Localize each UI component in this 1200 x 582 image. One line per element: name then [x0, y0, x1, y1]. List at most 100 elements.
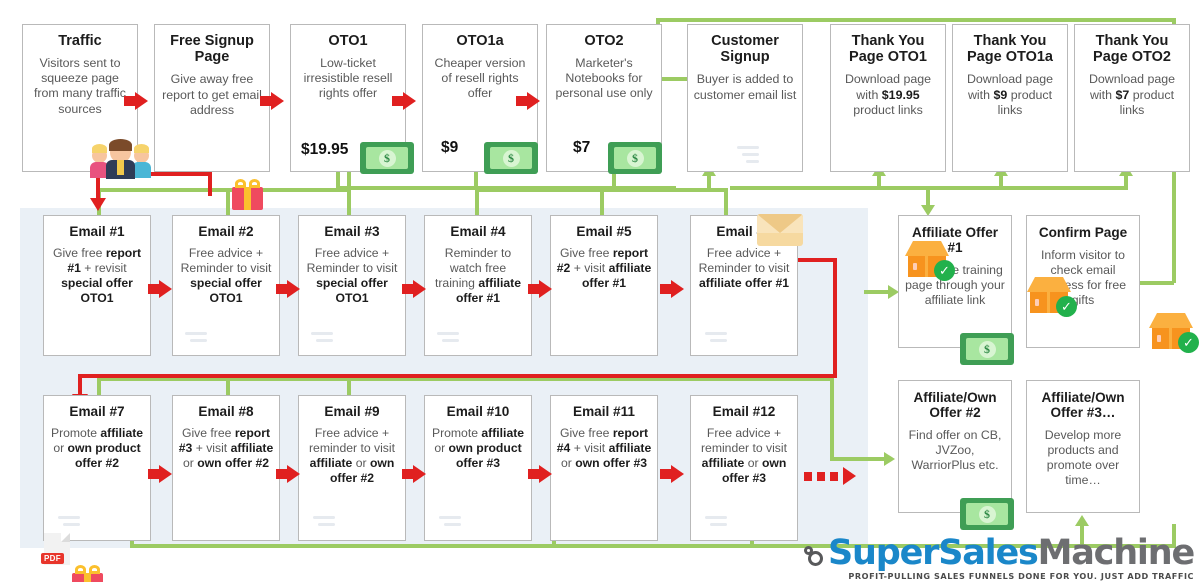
decorative-lines: [185, 332, 207, 350]
green-line: [475, 188, 728, 192]
box-title: Email #4: [450, 224, 506, 239]
green-line: [97, 188, 351, 192]
green-arrow-right-affiliate-1: [888, 285, 899, 299]
arrow-email12-continues: [804, 467, 856, 485]
box-body: Download page with $9 product links: [966, 72, 1054, 117]
box-affiliate-offer-1[interactable]: Affiliate Offer #1 Load free training pa…: [898, 215, 1012, 348]
box-email-1[interactable]: Email #1 Give free report #1 + revisit s…: [43, 215, 151, 356]
box-thank-you-oto1[interactable]: Thank You Page OTO1 Download page with $…: [830, 24, 946, 172]
box-affiliate-own-offer-3[interactable]: Affiliate/Own Offer #3… Develop more pro…: [1026, 380, 1140, 513]
arrow-email7-to-email8: [148, 465, 172, 483]
box-body: Give free report #1 + revisit special of…: [52, 246, 142, 305]
box-title: Email #5: [576, 224, 632, 239]
green-line: [1172, 524, 1176, 548]
red-line: [96, 172, 100, 200]
red-arrow-down-email-1: [90, 198, 106, 211]
arrow-email1-to-email2: [148, 280, 172, 298]
box-price: $19.95: [301, 141, 349, 158]
arrow-email5-to-email6: [660, 280, 684, 298]
box-body: Give free report #2 + visit affiliate of…: [556, 246, 652, 290]
green-line: [475, 188, 479, 215]
green-line: [130, 544, 1176, 548]
red-line: [78, 374, 82, 396]
box-body: Give free report #3 + visit affiliate or…: [178, 426, 274, 470]
box-email-11[interactable]: Email #11 Give free report #4 + visit af…: [550, 395, 658, 541]
red-line: [833, 260, 837, 378]
box-body: Low-ticket irresistible resell rights of…: [303, 56, 393, 101]
green-line: [226, 377, 230, 397]
box-body: Download page with $7 product links: [1088, 72, 1176, 117]
package-check-icon: ✓: [1027, 277, 1077, 317]
arrow-traffic-to-signup: [124, 92, 148, 110]
box-title: Free Signup Page: [170, 33, 254, 66]
box-email-8[interactable]: Email #8 Give free report #3 + visit aff…: [172, 395, 280, 541]
green-line: [474, 160, 478, 188]
green-line: [97, 377, 834, 381]
decorative-lines: [58, 516, 80, 534]
decorative-lines: [437, 332, 459, 350]
box-affiliate-own-offer-2[interactable]: Affiliate/Own Offer #2 Find offer on CB,…: [898, 380, 1012, 513]
green-line: [999, 175, 1003, 190]
box-title: OTO2: [584, 33, 624, 49]
green-arrow-affiliate-1-top: [921, 205, 935, 216]
green-line: [830, 457, 886, 461]
box-body: Free advice + Reminder to visit affiliat…: [698, 246, 790, 290]
price-highlight: $19.95: [881, 87, 920, 102]
price-highlight: $7: [1115, 87, 1130, 102]
box-free-signup-page[interactable]: Free Signup Page Give away free report t…: [154, 24, 270, 172]
decorative-lines: [705, 332, 727, 350]
box-body: Cheaper version of resell rights offer: [434, 56, 526, 101]
box-body: Free advice + Reminder to visit special …: [180, 246, 272, 305]
decorative-lines: [311, 332, 333, 350]
arrow-email2-to-email3: [276, 280, 300, 298]
decorative-lines: [705, 516, 727, 534]
box-title: Email #8: [198, 404, 254, 419]
box-body: Free advice + Reminder to visit special …: [306, 246, 398, 305]
box-body: Buyer is added to customer email list: [693, 72, 797, 102]
arrow-email4-to-email5: [528, 280, 552, 298]
cash-icon: $: [360, 142, 414, 174]
box-email-5[interactable]: Email #5 Give free report #2 + visit aff…: [550, 215, 658, 356]
box-title: Traffic: [58, 33, 102, 49]
green-line: [612, 160, 616, 188]
box-thank-you-oto2[interactable]: Thank You Page OTO2 Download page with $…: [1074, 24, 1190, 172]
box-body: Download page with $19.95 product links: [844, 72, 932, 117]
box-body: Marketer's Notebooks for personal use on…: [555, 56, 653, 101]
decorative-lines: [737, 146, 759, 164]
green-arrow-up-affiliate-own-3: [1075, 515, 1089, 526]
box-title: OTO1: [328, 33, 368, 49]
box-body: Find offer on CB, JVZoo, WarriorPlus etc…: [908, 428, 1002, 473]
box-title: Email #12: [712, 404, 776, 419]
gear-icon: [804, 545, 826, 566]
box-title: Affiliate/Own Offer #3…: [1041, 390, 1125, 421]
box-title: Email #10: [446, 404, 510, 419]
box-body: Develop more products and promote over t…: [1044, 428, 1122, 488]
cash-icon: $: [608, 142, 662, 174]
green-line: [830, 377, 834, 461]
arrow-oto1-to-oto1a: [392, 92, 416, 110]
box-title: Affiliate Offer #1: [911, 225, 999, 256]
box-thank-you-oto1a[interactable]: Thank You Page OTO1a Download page with …: [952, 24, 1068, 172]
green-line: [724, 188, 728, 192]
box-title: Thank You Page OTO1: [849, 33, 927, 66]
decorative-lines: [313, 516, 335, 534]
arrow-email9-to-email10: [402, 465, 426, 483]
box-title: Thank You Page OTO2: [1093, 33, 1171, 66]
red-line: [208, 172, 212, 196]
box-title: Email #9: [324, 404, 380, 419]
decorative-lines: [439, 516, 461, 534]
green-line: [336, 170, 340, 188]
green-line: [226, 188, 230, 215]
box-price: $9: [441, 139, 459, 156]
box-title: Affiliate/Own Offer #2: [913, 390, 997, 421]
box-customer-signup[interactable]: Customer Signup Buyer is added to custom…: [687, 24, 803, 172]
green-line: [1124, 175, 1128, 190]
box-confirm-page[interactable]: Confirm Page Inform visitor to check ema…: [1026, 215, 1140, 348]
logo-word-1: Super: [828, 532, 939, 573]
arrow-email11-to-email12: [660, 465, 684, 483]
arrow-email10-to-email11: [528, 465, 552, 483]
red-line: [78, 374, 837, 378]
red-line: [96, 172, 212, 176]
box-title: OTO1a: [456, 33, 504, 49]
